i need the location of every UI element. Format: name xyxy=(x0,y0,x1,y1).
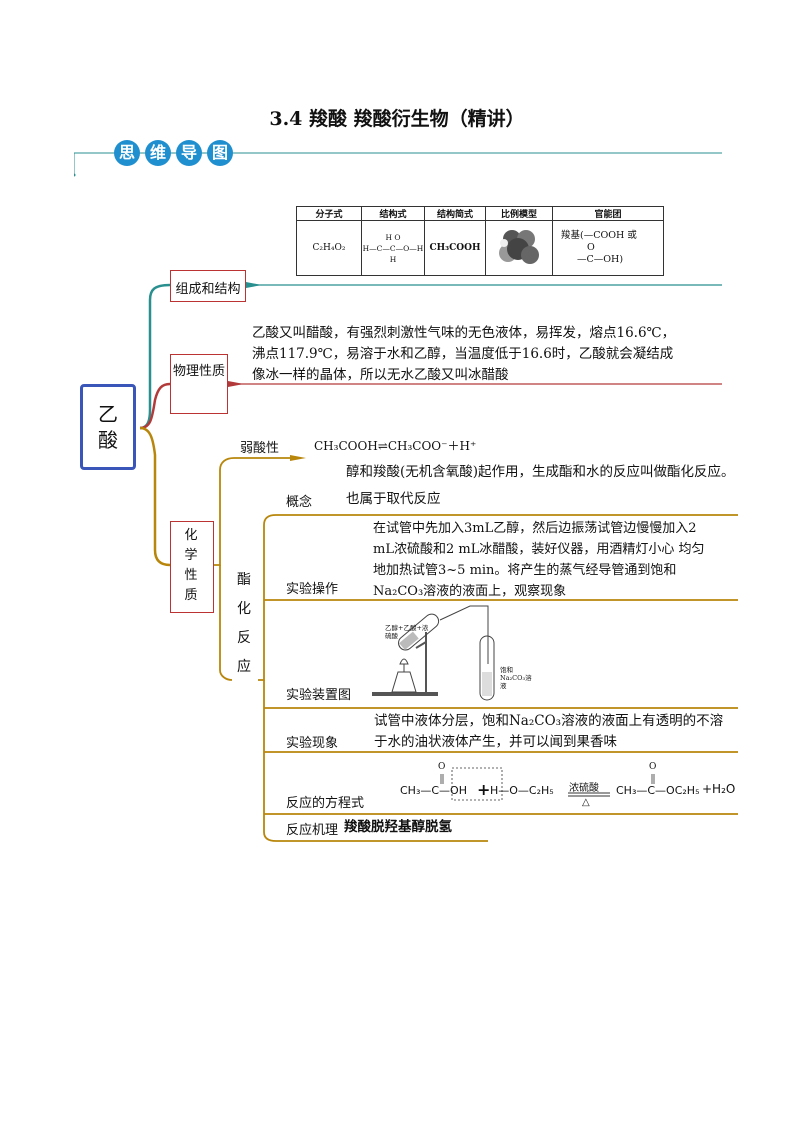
struct-top: H O xyxy=(385,232,401,242)
eq-alcohol: H—O—C₂H₅ xyxy=(490,784,554,797)
phenomenon-label: 实验现象 xyxy=(286,736,339,751)
func-line2: O xyxy=(587,242,595,253)
cell-formula: C₂H₄O₂ xyxy=(296,220,362,276)
func-line1: 羧基(—COOH 或 xyxy=(561,230,637,241)
mechanism-text: 羧酸脱羟基醇脱氢 xyxy=(344,819,452,835)
struct-mid: H—C—C—O—H xyxy=(362,243,424,253)
weak-acid-label: 弱酸性 xyxy=(240,441,280,456)
root-node: 乙酸 xyxy=(80,384,136,470)
banner-char-2: 维 xyxy=(145,140,171,166)
eq-plus: + xyxy=(477,780,491,799)
apparatus-left-note: 乙醇+乙酸+浓硫酸 xyxy=(385,624,429,640)
concept-line2: 也属于取代反应 xyxy=(346,491,441,507)
composition-label: 组成和结构 xyxy=(175,282,241,297)
cell-simple: CH₃COOH xyxy=(424,220,486,276)
cell-functional: 羧基(—COOH 或 O —C—OH) xyxy=(552,220,664,276)
struct-bot: H xyxy=(389,254,397,264)
composition-node: 组成和结构 xyxy=(170,270,246,302)
eq-o-right: O xyxy=(649,762,657,772)
apparatus-label: 实验装置图 xyxy=(286,688,352,703)
banner-char-1: 思 xyxy=(114,140,140,166)
eq-left: CH₃—C—OH xyxy=(400,784,467,797)
mind-map-banner: 思 维 导 图 xyxy=(74,140,722,177)
eq-heat: △ xyxy=(582,797,590,808)
eq-catalyst: 浓硫酸 xyxy=(569,783,599,794)
banner-char-4: 图 xyxy=(207,140,233,166)
concept-label: 概念 xyxy=(286,495,313,510)
cell-model xyxy=(485,220,553,276)
space-filling-model xyxy=(499,229,539,264)
operation-text: 在试管中先加入3mL乙醇，然后边振荡试管边慢慢加入2 mL浓硫酸和2 mL冰醋酸… xyxy=(373,521,705,599)
esterification-label: 酯化反应 xyxy=(237,572,251,675)
apparatus-right-note: 饱和Na₂CO₃溶液 xyxy=(500,666,532,690)
properties-table: 分子式 结构式 结构简式 比例模型 官能团 C₂H₄O₂ H O H—C—C—O… xyxy=(296,206,664,276)
page-title: 3.4 羧酸 羧酸衍生物（精讲） xyxy=(269,108,525,130)
func-line3: —C—OH) xyxy=(577,254,624,265)
operation-label: 实验操作 xyxy=(286,582,339,597)
physical-text: 乙酸又叫醋酸，有强烈刺激性气味的无色液体，易挥发，熔点16.6℃，沸点117.9… xyxy=(252,325,676,383)
root-label: 乙酸 xyxy=(98,402,118,452)
properties-table-wrap: 分子式 结构式 结构简式 比例模型 官能团 C₂H₄O₂ H O H—C—C—O… xyxy=(296,206,664,276)
physical-label: 物理性质 xyxy=(172,364,225,379)
eq-right: CH₃—C—OC₂H₅ xyxy=(616,784,700,797)
concept-line1: 醇和羧酸(无机含氧酸)起作用，生成酯和水的反应叫做酯化反应。 xyxy=(346,464,735,480)
eq-o-left: O xyxy=(438,762,446,772)
chemical-node: 化学性质 xyxy=(170,521,214,613)
mechanism-label: 反应机理 xyxy=(286,823,339,838)
cell-structure: H O H—C—C—O—H H xyxy=(361,220,425,276)
banner-char-3: 导 xyxy=(176,140,202,166)
phenomenon-text: 试管中液体分层，饱和Na₂CO₃溶液的液面上有透明的不溶于水的油状液体产生，并可… xyxy=(374,713,724,750)
weak-acid-equation: CH₃COOH⇌CH₃COO⁻＋H⁺ xyxy=(314,439,477,453)
chemical-label: 化学性质 xyxy=(184,528,198,603)
eq-water: +H₂O xyxy=(702,782,736,796)
equation-label: 反应的方程式 xyxy=(286,796,365,811)
physical-node: 物理性质 xyxy=(170,354,228,414)
